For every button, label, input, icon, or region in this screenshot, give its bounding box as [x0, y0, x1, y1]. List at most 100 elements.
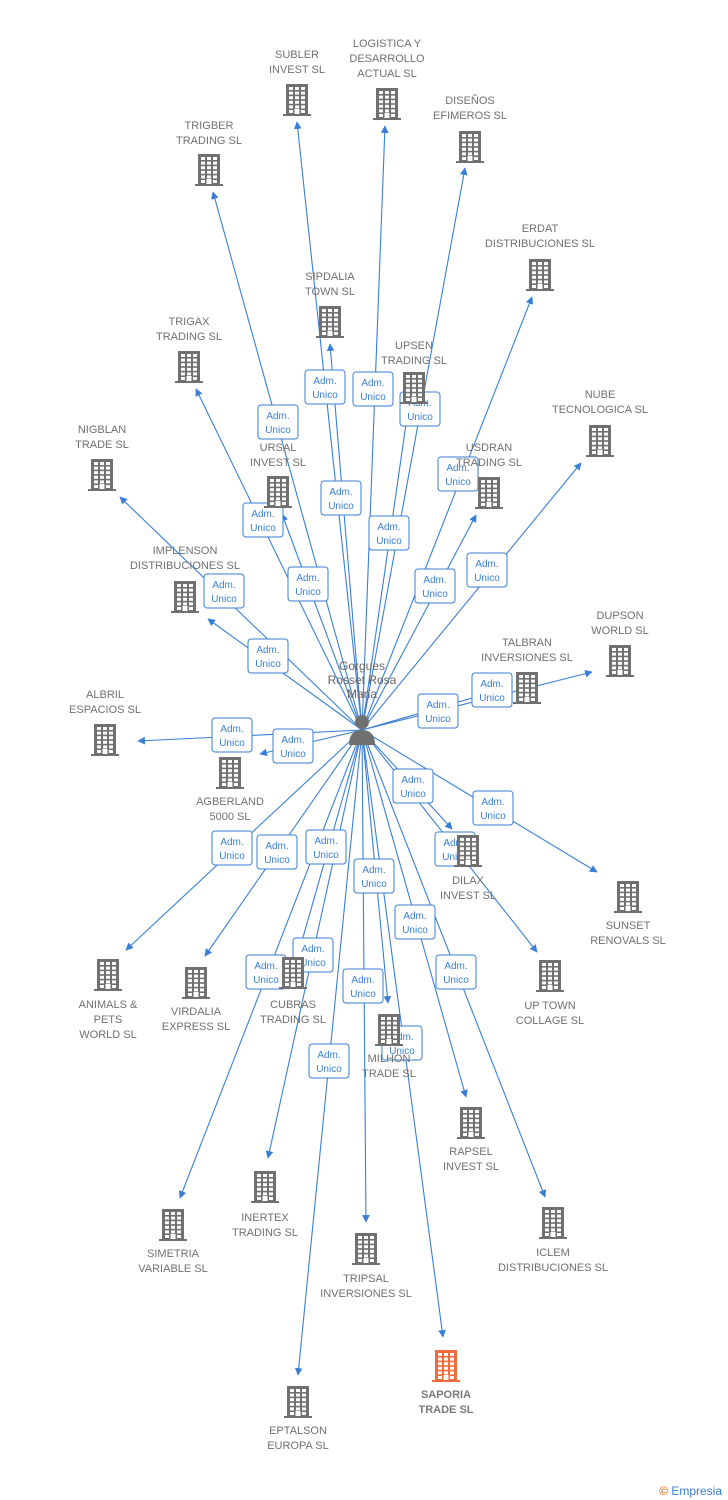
role-badge-tripsal[interactable]: Adm.Unico	[342, 968, 384, 1004]
building-window	[632, 907, 636, 910]
building-window	[364, 1236, 368, 1239]
role-badge-simetria[interactable]: Adm.Unico	[245, 954, 287, 990]
building-window	[632, 902, 636, 906]
role-badge-nigblan[interactable]: Adm.Unico	[203, 573, 245, 609]
role-badge-box	[304, 369, 346, 405]
role-badge-talbran[interactable]: Adm.Unico	[417, 693, 459, 729]
role-text: Adm.	[266, 411, 289, 422]
role-badge-dilax[interactable]: Adm.Unico	[392, 768, 434, 804]
building-window	[302, 1389, 306, 1392]
role-text: Unico	[280, 749, 306, 760]
role-badge-rapsel[interactable]: Adm.Unico	[394, 904, 436, 940]
role-text: Adm.	[443, 838, 466, 849]
role-text: Adm.	[444, 961, 467, 972]
building-window	[462, 143, 466, 147]
role-badge-animals[interactable]: Adm.Unico	[211, 830, 253, 866]
role-badge-erdat[interactable]: Adm.Unico	[437, 456, 479, 492]
role-badge-iclem[interactable]: Adm.Unico	[435, 954, 477, 990]
building-window	[624, 661, 628, 665]
role-badge-upsen[interactable]: Adm.Unico	[368, 515, 410, 551]
building-window	[193, 372, 197, 376]
building-window	[187, 358, 191, 362]
building-window	[302, 1398, 306, 1402]
building-window	[554, 981, 558, 985]
role-badge-subler[interactable]: Adm.Unico	[304, 369, 346, 405]
role-badge-trigber[interactable]: Adm.Unico	[257, 404, 299, 440]
role-badge-virdalia[interactable]: Adm.Unico	[256, 834, 298, 870]
role-badge-agberland[interactable]: Adm.Unico	[272, 728, 314, 764]
building-door	[597, 450, 603, 455]
role-badge-cubras[interactable]: Adm.Unico	[305, 829, 347, 865]
building-window	[257, 1192, 261, 1196]
building-window	[620, 897, 624, 901]
building-window	[276, 483, 280, 487]
role-badge-logistica[interactable]: Adm.Unico	[352, 371, 394, 407]
role-text: Adm.	[481, 797, 504, 808]
building-base	[216, 787, 244, 789]
role-badge-eptalson[interactable]: Adm.Unico	[308, 1043, 350, 1079]
role-badge-dupson[interactable]: Adm.Unico	[471, 672, 513, 708]
building-window	[322, 313, 326, 317]
building-window	[632, 884, 636, 887]
building-window	[181, 363, 185, 367]
building-window	[626, 884, 630, 887]
building-window	[183, 602, 187, 606]
building-window	[263, 1178, 267, 1182]
role-badge-albril[interactable]: Adm.Unico	[211, 717, 253, 753]
building-window	[460, 851, 464, 855]
role-badge-implenson[interactable]: Adm.Unico	[247, 638, 289, 674]
role-badge-trigax[interactable]: Adm.Unico	[242, 502, 284, 538]
building-window	[418, 388, 422, 392]
building-window	[618, 648, 622, 651]
building-window	[183, 593, 187, 597]
role-badge-nube[interactable]: Adm.Unico	[466, 552, 508, 588]
company-label: LOGISTICA Y	[353, 38, 422, 50]
building-window	[612, 652, 616, 656]
role-badge-sipdalia[interactable]: Adm.Unico	[320, 480, 362, 516]
building-icon	[182, 967, 210, 999]
building-window	[466, 842, 470, 846]
company-label: TECNOLOGICA SL	[552, 404, 648, 416]
building-window	[604, 432, 608, 436]
edge-usdran	[361, 514, 477, 731]
role-badge-milhon[interactable]: Adm.Unico	[353, 858, 395, 894]
role-badge-ursal[interactable]: Adm.Unico	[287, 566, 329, 602]
role-badge-usdran[interactable]: Adm.Unico	[414, 568, 456, 604]
role-badge-box	[305, 829, 347, 865]
company-label: TALBRAN	[502, 637, 552, 649]
role-badge-sunset[interactable]: Adm.Unico	[472, 790, 514, 826]
building-icon	[526, 259, 554, 291]
